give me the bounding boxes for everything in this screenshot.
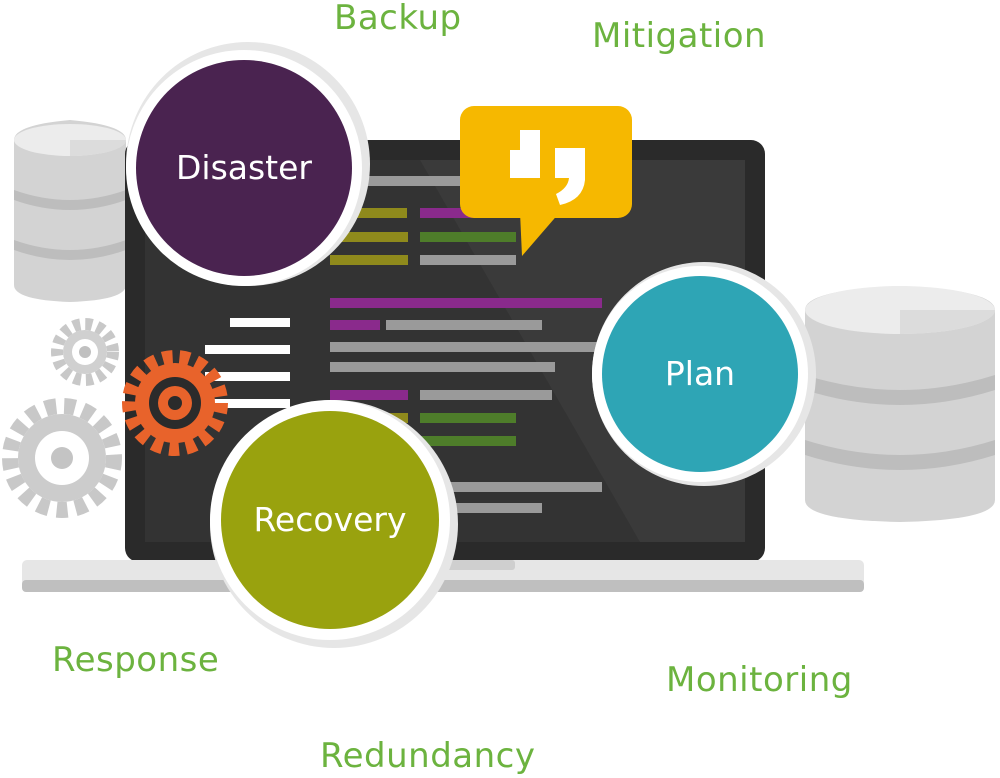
disaster-circle: [126, 42, 370, 286]
recovery-circle: [210, 400, 458, 648]
keyword-backup: Backup: [334, 0, 462, 38]
code-lines: [205, 176, 602, 513]
keyword-redundancy: Redundancy: [320, 736, 536, 776]
keyword-mitigation: Mitigation: [592, 16, 767, 56]
plan-circle: [592, 262, 816, 486]
quote-speech-bubble-icon: [460, 106, 632, 256]
keyword-monitoring: Monitoring: [666, 660, 853, 700]
gear-icon: [2, 318, 122, 518]
database-icon-left: [14, 120, 126, 302]
disaster-label: Disaster: [176, 148, 312, 187]
plan-label: Plan: [664, 354, 736, 393]
recovery-label: Recovery: [253, 500, 407, 539]
database-icon-right: [805, 286, 995, 522]
keyword-response: Response: [52, 640, 220, 680]
gear-icon-orange: [122, 350, 228, 456]
